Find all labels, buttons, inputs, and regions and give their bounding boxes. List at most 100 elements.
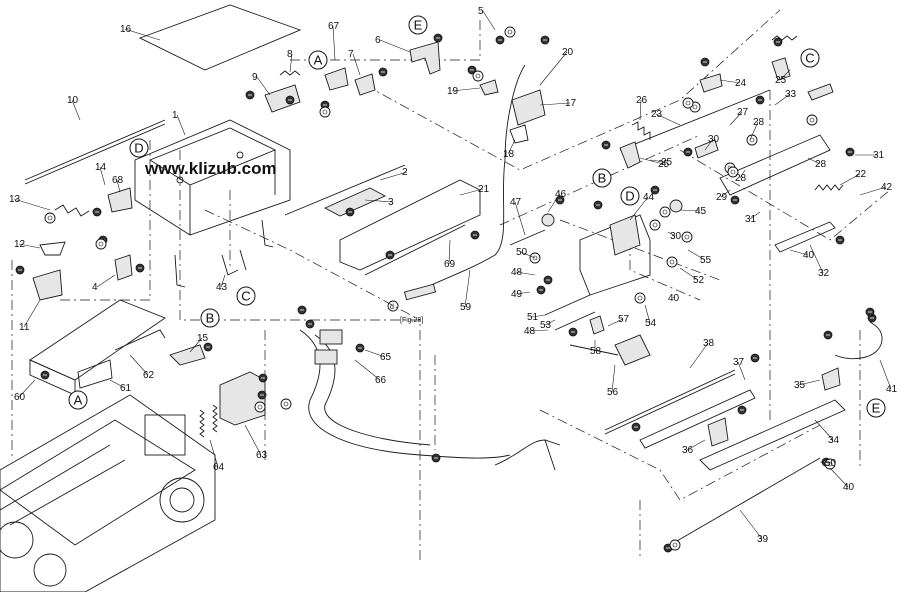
- screw-7: [245, 90, 255, 100]
- part-label-5: 5: [478, 6, 484, 17]
- part-label-45: 45: [695, 206, 707, 217]
- part-label-36: 36: [682, 445, 694, 456]
- washer-8: [666, 256, 678, 268]
- part-label-59: 59: [460, 302, 472, 313]
- svg-text:D: D: [134, 141, 143, 156]
- part-label-65: 65: [380, 352, 392, 363]
- part-label-41: 41: [886, 384, 898, 395]
- screw-41: [305, 319, 315, 329]
- part-label-3: 3: [388, 197, 394, 208]
- part-label-39: 39: [757, 534, 769, 545]
- washer-19: [280, 398, 292, 410]
- screw-11: [540, 35, 550, 45]
- screw-42: [700, 57, 710, 67]
- screw-12: [495, 35, 505, 45]
- part-label-68: 68: [112, 175, 124, 186]
- washer-18: [254, 401, 266, 413]
- svg-text:B: B: [598, 171, 607, 186]
- circle-ref-E-8: E: [408, 15, 428, 35]
- part-label-32: 32: [818, 268, 830, 279]
- circle-ref-A-1: A: [68, 390, 88, 410]
- part-label-52: 52: [693, 275, 705, 286]
- washer-11: [669, 539, 681, 551]
- screw-1: [40, 370, 50, 380]
- part-label-35: 35: [794, 380, 806, 391]
- washer-6: [649, 219, 661, 231]
- part-label-18: 18: [503, 149, 515, 160]
- screw-15: [378, 67, 388, 77]
- screw-3: [135, 263, 145, 273]
- part-label-66: 66: [375, 375, 387, 386]
- part-label-50: 50: [516, 247, 528, 258]
- part-label-1: 1: [172, 110, 178, 121]
- part-label-48: 48: [511, 267, 523, 278]
- part-label-25-b9: 25: [661, 157, 673, 168]
- washer-10: [824, 458, 836, 470]
- main-frame-part-1: [134, 119, 291, 236]
- svg-text:C: C: [241, 289, 250, 304]
- watermark-text: www.klizub.com: [144, 159, 277, 178]
- svg-text:A: A: [314, 53, 323, 68]
- washer-5: [659, 206, 671, 218]
- part-label-26: 26: [636, 95, 648, 106]
- part-label-40: 40: [843, 482, 855, 493]
- screw-21: [730, 195, 740, 205]
- screw-17: [555, 195, 565, 205]
- part-label-7: 7: [348, 49, 354, 60]
- part-label-28-b8: 28: [815, 159, 827, 170]
- screw-30: [593, 200, 603, 210]
- svg-text:A: A: [74, 393, 83, 408]
- washer-16: [682, 97, 694, 109]
- part-label-46: 46: [555, 189, 567, 200]
- part-label-4: 4: [92, 282, 98, 293]
- fasteners: [15, 26, 877, 553]
- screw-37: [297, 305, 307, 315]
- main-machine-body: [0, 394, 216, 592]
- washer-7: [681, 231, 693, 243]
- part-label-55: 55: [700, 255, 712, 266]
- screw-5: [203, 342, 213, 352]
- part-label-28: 28: [753, 117, 765, 128]
- ref-letter-circle: [387, 300, 399, 312]
- circle-ref-D-6: D: [129, 138, 149, 158]
- part-label-10: 10: [67, 95, 79, 106]
- part-label-31: 31: [873, 150, 885, 161]
- part-label-34: 34: [828, 435, 840, 446]
- circle-ref-C-4: C: [236, 286, 256, 306]
- part-label-57: 57: [618, 314, 630, 325]
- screw-28: [683, 147, 693, 157]
- part-label-44: 44: [643, 192, 655, 203]
- part-label-37: 37: [733, 357, 745, 368]
- part-label-30-b1: 30: [670, 231, 682, 242]
- screw-40: [257, 390, 267, 400]
- figure-reference: [Fig.28]: [400, 317, 423, 324]
- sheet-part-16: [138, 4, 302, 71]
- parts-drawing: [0, 4, 883, 592]
- washer-20: [504, 26, 516, 38]
- part-label-28-b0: 28: [735, 173, 747, 184]
- part-label-62: 62: [143, 370, 155, 381]
- screw-14: [433, 33, 443, 43]
- part-label-13: 13: [9, 194, 21, 205]
- washer-12: [806, 114, 818, 126]
- part-label-47: 47: [510, 197, 522, 208]
- screw-24: [737, 405, 747, 415]
- part-label-9: 9: [252, 72, 258, 83]
- part-label-60: 60: [14, 392, 26, 403]
- part-label-21: 21: [478, 184, 490, 195]
- part-label-49: 49: [511, 289, 523, 300]
- part-label-6: 6: [375, 35, 381, 46]
- screw-16: [470, 230, 480, 240]
- circle-ref-C-5: C: [800, 48, 820, 68]
- part-label-40-b2: 40: [803, 250, 815, 261]
- circle-ref-D-7: D: [620, 186, 640, 206]
- part-label-20: 20: [562, 47, 574, 58]
- screw-23: [835, 235, 845, 245]
- part-label-40-b4: 40: [668, 293, 680, 304]
- washer-15: [727, 166, 739, 178]
- svg-text:D: D: [625, 189, 634, 204]
- circle-ref-A-0: A: [308, 50, 328, 70]
- part-label-30: 30: [708, 134, 720, 145]
- part-label-2: 2: [402, 167, 408, 178]
- screw-27: [755, 95, 765, 105]
